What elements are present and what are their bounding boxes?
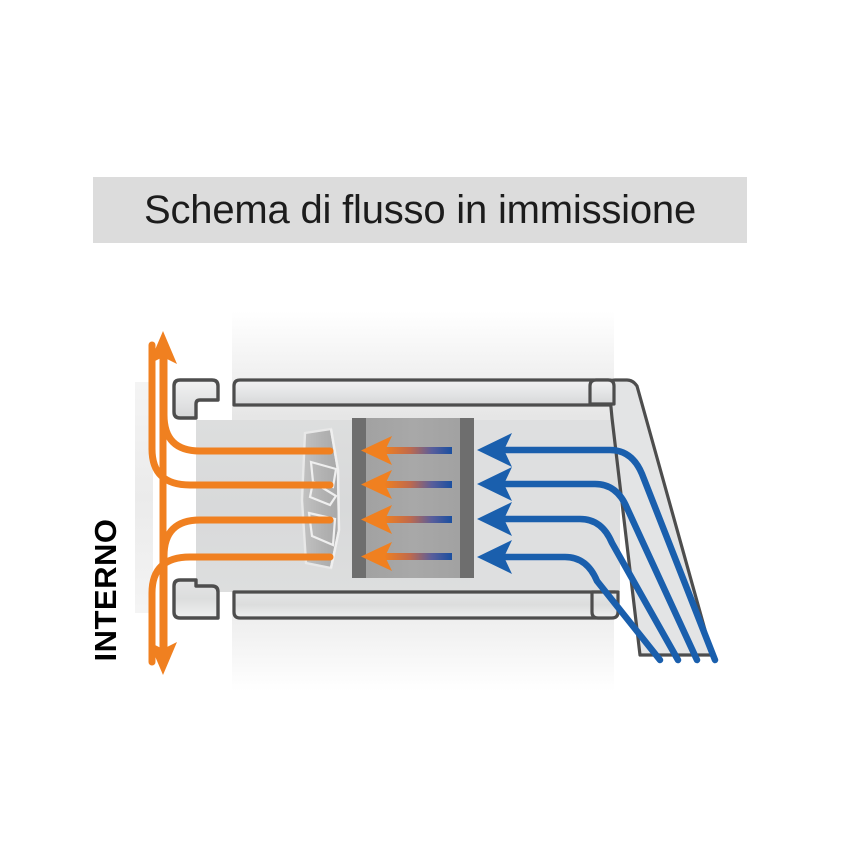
outdoor-arrowhead-4 — [477, 540, 512, 574]
core-arrow-2 — [361, 470, 452, 499]
interno-direction-arrow — [149, 331, 177, 675]
outdoor-intake-line-3 — [499, 515, 682, 664]
core-transfer-arrows — [361, 436, 452, 571]
outdoor-intake-line-1 — [499, 446, 719, 664]
outdoor-arrowhead-1 — [477, 433, 512, 467]
outdoor-intake-line-4 — [499, 553, 664, 664]
outdoor-intake-lines — [499, 446, 719, 664]
outdoor-arrowhead-3 — [477, 502, 512, 536]
core-arrow-3 — [361, 505, 452, 534]
outdoor-arrowhead-2 — [477, 467, 512, 501]
core-arrow-4 — [361, 542, 452, 571]
outdoor-intake-line-2 — [499, 480, 701, 664]
outdoor-intake-arrowheads — [477, 433, 512, 574]
page-title: Schema di flusso in immissione — [144, 187, 696, 232]
title-banner — [93, 177, 747, 243]
core-arrow-1 — [361, 436, 452, 465]
fan-impeller — [300, 427, 341, 570]
